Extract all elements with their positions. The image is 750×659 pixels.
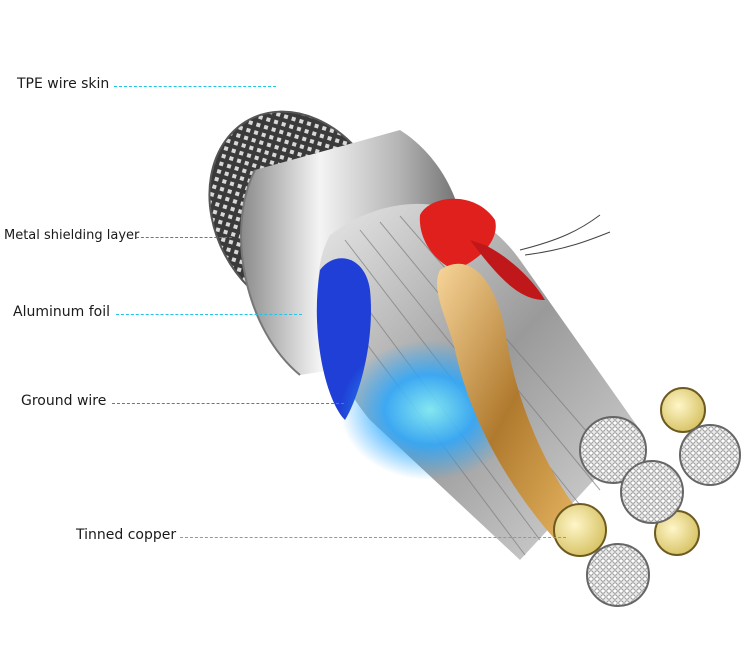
tinned-copper-ends xyxy=(553,387,706,557)
label-tinned-copper: Tinned copper xyxy=(76,527,177,543)
leader-tinned-copper xyxy=(180,537,566,538)
red-conductor xyxy=(419,198,545,300)
label-ground-wire: Ground wire xyxy=(21,393,107,409)
ground-wire xyxy=(519,214,611,256)
label-metal-shielding-layer: Metal shielding layer xyxy=(4,228,140,243)
label-tpe-wire-skin: TPE wire skin xyxy=(17,76,110,92)
label-aluminum-foil: Aluminum foil xyxy=(13,304,110,320)
leader-ground-wire xyxy=(112,403,344,404)
leader-metal-shielding-layer xyxy=(136,237,232,238)
copper-conductor xyxy=(437,263,585,545)
stranded-wire-ends xyxy=(579,416,741,607)
leader-tpe-wire-skin xyxy=(114,86,276,87)
leader-aluminum-foil xyxy=(116,314,302,315)
